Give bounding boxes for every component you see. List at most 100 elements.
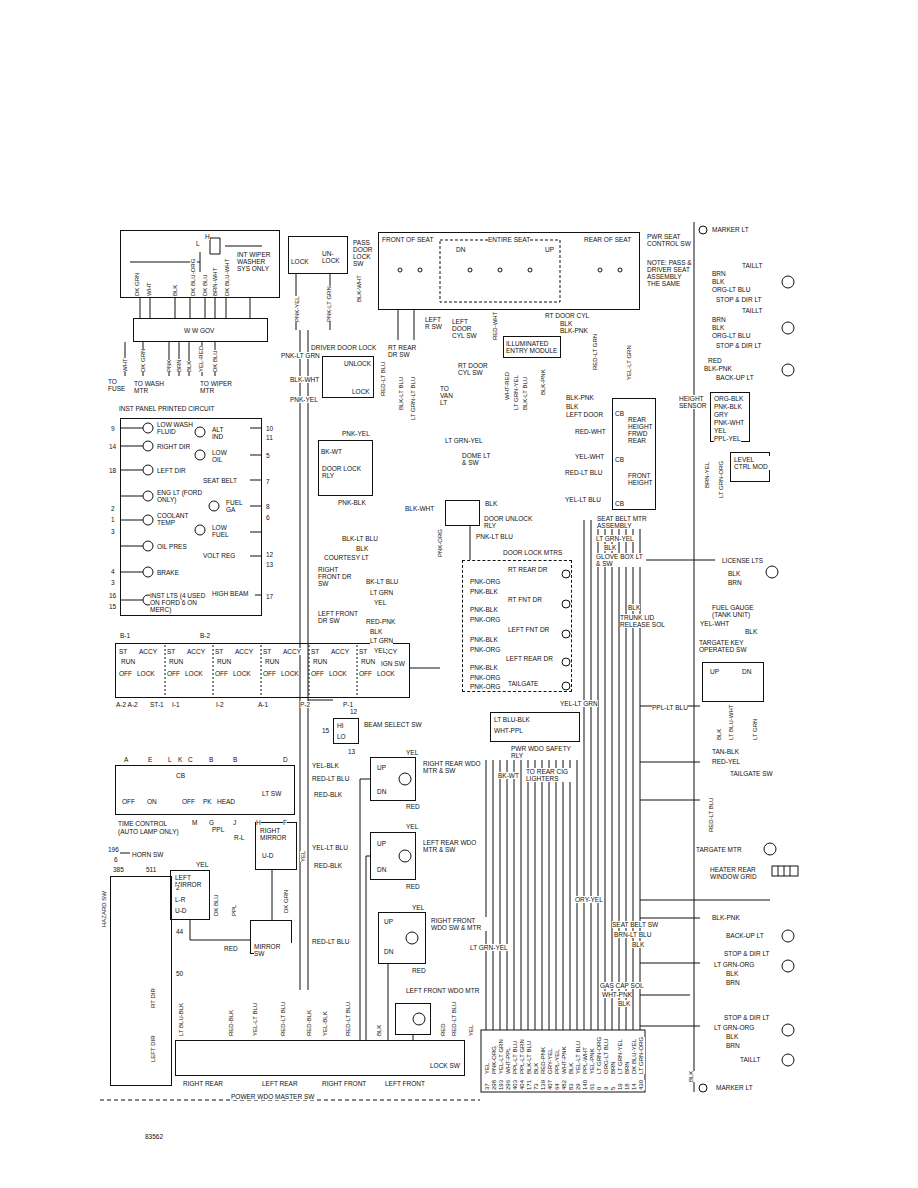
callout-label: R-L <box>234 834 244 841</box>
callout-label: GAS CAP SOL <box>600 982 644 989</box>
callout-label: RED-BLK <box>314 791 342 798</box>
callout-label: 6 <box>266 514 270 521</box>
callout-label: YEL <box>374 599 386 606</box>
callout-label: BLK-LT BLU <box>342 535 378 542</box>
callout-label: A-1 <box>258 701 268 708</box>
callout-label: ENTIRE SEAT <box>488 236 530 243</box>
callout-label: LEFT FRONT <box>385 1080 425 1087</box>
wire-color-label: YEL-LT GRN <box>626 345 633 380</box>
callout-label: D <box>283 756 288 763</box>
wire-color-label: YEL-BLK <box>322 1011 329 1036</box>
callout-label: PNK-LT GRN <box>281 352 320 359</box>
callout-label: PPL-YEL <box>714 435 741 442</box>
wire-color-label: DK GRN <box>283 890 290 913</box>
node-label: POWER WDO MASTER SW <box>231 1093 314 1100</box>
callout-label: ACCY <box>283 648 301 655</box>
wire-color-label: ORG-LT BLU <box>603 1039 610 1074</box>
wire-color-label: LT GRN-ORG <box>718 461 725 498</box>
lamp-symbol <box>782 364 794 376</box>
callout-label: PNK-ORG <box>470 616 500 623</box>
callout-label: UP <box>545 246 554 253</box>
lamp-symbol <box>195 450 205 460</box>
node-label: INT WIPER WASHER SYS ONLY <box>237 251 277 272</box>
wire-color-label: DK BLU <box>212 350 219 372</box>
callout-label: YEL <box>374 647 386 654</box>
callout-label: BLK-PNK <box>712 914 740 921</box>
callout-label: YEL <box>406 749 418 756</box>
callout-label: I-1 <box>172 701 180 708</box>
callout-label: ORG-LT BLU <box>712 332 750 339</box>
lamp-symbol <box>143 491 153 501</box>
wire-line <box>398 310 414 340</box>
node-label: MIRROR SW <box>254 943 292 957</box>
callout-label: RED <box>224 945 238 952</box>
callout-label: UP <box>377 840 386 847</box>
lamp-symbol <box>143 423 153 433</box>
callout-label: RT FNT DR <box>508 596 542 603</box>
wire-color-label: 19 <box>617 1083 624 1090</box>
lamp-symbol <box>143 541 153 551</box>
mirror-switch: MIRROR SW <box>250 920 292 954</box>
wire-color-label: RED-LT BLU <box>345 1002 352 1036</box>
node-label: RIGHT MIRROR <box>260 827 294 841</box>
node-label: HEIGHT SENSOR <box>679 395 709 409</box>
callout-label: BLK <box>604 544 616 551</box>
wire-color-label: 139 <box>540 1080 547 1090</box>
callout-label: TAILLT <box>742 307 762 314</box>
lamp-symbol <box>195 525 205 535</box>
node-label: IGN SW <box>381 660 405 667</box>
callout-label: PNK-YEL <box>290 396 318 403</box>
wire-color-label: 482 <box>561 1080 568 1090</box>
callout-label: LT GRN <box>370 589 393 596</box>
callout-label: BACK-UP LT <box>716 374 754 381</box>
callout-label: BRN-LT BLU <box>614 931 651 938</box>
callout-label: 1 <box>111 516 115 523</box>
callout-label: LOCK SW <box>430 1062 460 1069</box>
callout-label: ST <box>263 648 271 655</box>
wire-connector <box>366 856 370 1040</box>
callout-label: RED-BLK <box>314 862 342 869</box>
node-label: LEVEL CTRL MOD <box>734 456 770 470</box>
callout-label: SEAT BELT <box>203 477 237 484</box>
callout-label: GLOVE BOX LT & SW <box>596 553 646 567</box>
callout-label: B <box>233 756 237 763</box>
wire-color-label: BRN <box>610 1061 617 1074</box>
wire-line <box>486 760 577 1030</box>
callout-label: PNK-BLK <box>470 588 498 595</box>
callout-label: CB <box>615 500 624 507</box>
callout-label: BLK <box>712 324 724 331</box>
wire-color-label: PPL-YEL <box>554 1049 561 1074</box>
callout-label: LO <box>337 733 346 740</box>
wire-color-label: PNK <box>166 360 173 372</box>
wire-color-label: BLK-LT BLU <box>398 377 405 410</box>
wire-color-label: YEL-LT BLU <box>252 1003 259 1036</box>
wire-color-label: BLK <box>716 729 723 740</box>
outline-shape <box>772 866 798 876</box>
callout-label: ST <box>119 648 127 655</box>
callout-label: OFF <box>311 670 324 677</box>
wire-connector <box>470 526 471 560</box>
wire-color-label: RED-LT GRN <box>592 334 599 370</box>
wire-group <box>100 222 798 1100</box>
wire-color-label: PPL-LT BLU <box>512 1041 519 1074</box>
callout-label: LEFT R SW <box>425 316 447 330</box>
callout-label: A-2 A-2 <box>116 701 138 708</box>
callout-label: L-R <box>175 896 185 903</box>
wire-color-label: WHT-PNK <box>561 1046 568 1074</box>
callout-label: 44 <box>176 928 183 935</box>
wire-connector <box>388 964 389 1040</box>
callout-label: LOCK <box>281 670 299 677</box>
wire-color-label: DK GRN <box>134 273 141 296</box>
master-switch: POWER WDO MASTER SW <box>175 1040 465 1076</box>
callout-label: 17 <box>266 593 273 600</box>
callout-label: BLK <box>485 500 497 507</box>
callout-label: PPL-LT BLU <box>652 704 688 711</box>
wire-line <box>584 520 640 1030</box>
callout-label: RED-LT BLU <box>312 938 349 945</box>
callout-label: B <box>209 756 213 763</box>
callout-label: YEL <box>406 823 418 830</box>
callout-label: J <box>233 819 236 826</box>
callout-label: PNK-ORG <box>470 683 500 690</box>
